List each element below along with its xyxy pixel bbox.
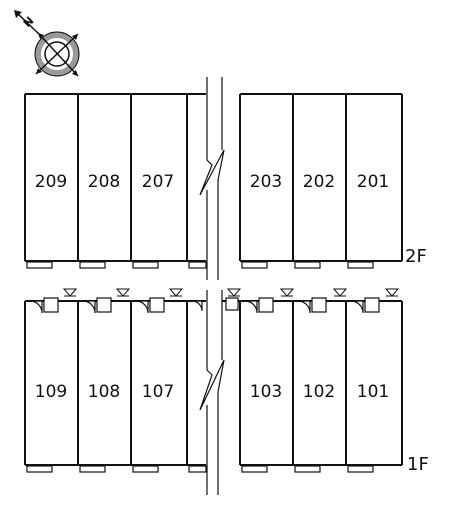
unit-label-109: 109 xyxy=(35,382,67,402)
unit-label-202: 202 xyxy=(303,172,335,192)
unit-label-209: 209 xyxy=(35,172,67,192)
north-compass-icon xyxy=(14,10,80,77)
unit-label-107: 107 xyxy=(142,382,174,402)
floor-2f-block xyxy=(24,93,403,262)
floor-2f-balconies xyxy=(26,261,374,269)
unit-label-103: 103 xyxy=(250,382,282,402)
unit-label-208: 208 xyxy=(88,172,120,192)
floor-label-1f: 1F xyxy=(407,454,429,475)
unit-label-203: 203 xyxy=(250,172,282,192)
omission-break-symbol xyxy=(199,77,225,495)
floor-1f-meters xyxy=(62,288,400,297)
floor-label-2f: 2F xyxy=(405,246,427,267)
unit-label-108: 108 xyxy=(88,382,120,402)
compass-north-label: N xyxy=(21,14,37,30)
unit-label-102: 102 xyxy=(303,382,335,402)
unit-label-101: 101 xyxy=(357,382,389,402)
unit-label-201: 201 xyxy=(357,172,389,192)
floor-1f-entrances xyxy=(29,297,380,314)
unit-label-207: 207 xyxy=(142,172,174,192)
floor-1f-balconies xyxy=(26,465,374,473)
